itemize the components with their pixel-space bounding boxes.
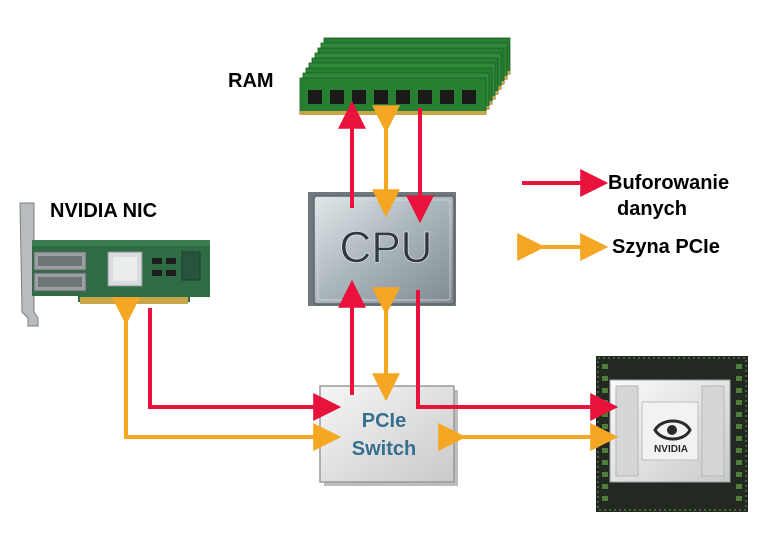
arrow-nic-switch-bus xyxy=(112,297,342,451)
gpu-logo-text: NVIDIA xyxy=(654,444,688,455)
ram-modules xyxy=(299,37,511,115)
legend-buffering-line1: Buforowanie xyxy=(608,172,729,194)
nvidia-logo-icon xyxy=(653,419,692,441)
switch-label-line1: PCIe xyxy=(362,410,406,432)
arrow-cpu-to-gpu xyxy=(416,290,619,421)
nvidia-gpu-chip xyxy=(596,356,748,512)
ram-label: RAM xyxy=(228,70,274,92)
switch-label-line2: Switch xyxy=(352,438,416,460)
arrow-nic-to-switch xyxy=(148,308,342,421)
pcie-bus-arrows xyxy=(112,105,619,451)
legend-pcie-label: Szyna PCIe xyxy=(612,236,720,258)
legend: Buforowanie danych Szyna PCIe xyxy=(517,169,729,261)
pcie-switch xyxy=(319,385,458,486)
nvidia-nic-card xyxy=(19,202,210,327)
nic-label: NVIDIA NIC xyxy=(50,200,157,222)
cpu-label: CPU xyxy=(340,223,433,272)
legend-buffering-line2: danych xyxy=(617,198,687,220)
ram-module xyxy=(299,77,487,115)
